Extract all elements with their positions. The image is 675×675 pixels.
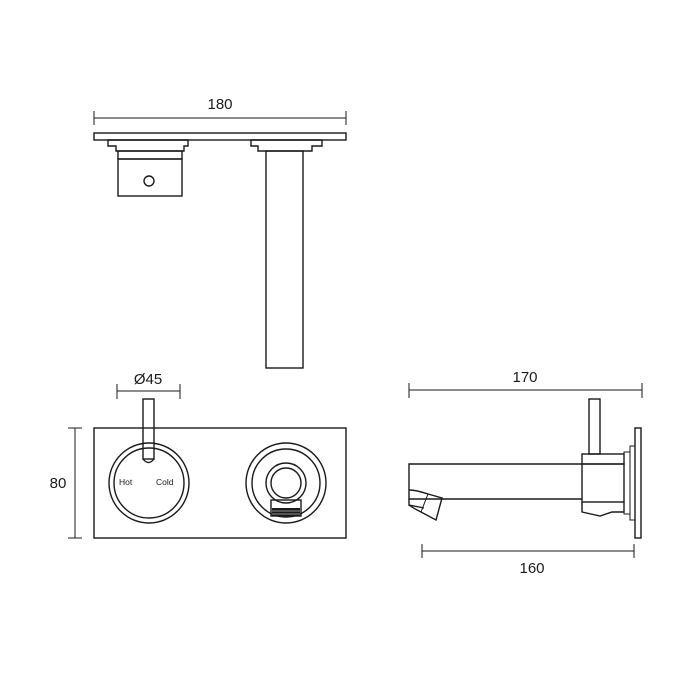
dimension-label-160: 160: [519, 560, 544, 577]
cold-label: Cold: [156, 477, 174, 487]
top-wall-plate: [93, 132, 347, 141]
dimension-label-80: 80: [50, 475, 67, 492]
top-mixer-body: [107, 139, 189, 197]
dimension-label-180: 180: [207, 96, 232, 113]
side-view: 170 160: [408, 369, 643, 577]
side-wall-plate: [623, 427, 642, 539]
dimension-label-diameter: Ø45: [134, 371, 162, 388]
top-spout: [250, 139, 323, 369]
dimension-handle-diameter: Ø45: [116, 371, 181, 399]
dimension-side-depth: 170: [408, 369, 643, 398]
side-spout: [408, 463, 582, 522]
dimension-plate-height: 80: [50, 427, 82, 539]
side-handle: [581, 398, 625, 517]
dimension-label-170: 170: [512, 369, 537, 386]
front-mixer-handle: Hot Cold: [108, 398, 190, 524]
top-view: 180: [93, 96, 347, 369]
front-spout: [245, 442, 327, 524]
hot-label: Hot: [119, 477, 133, 487]
dimension-top-width: 180: [93, 96, 347, 125]
aerator-mesh: [272, 508, 300, 516]
front-wall-plate: [93, 427, 347, 539]
front-view: Ø45 80 Hot Cold: [50, 371, 347, 539]
dimension-spout-length: 160: [421, 544, 635, 577]
